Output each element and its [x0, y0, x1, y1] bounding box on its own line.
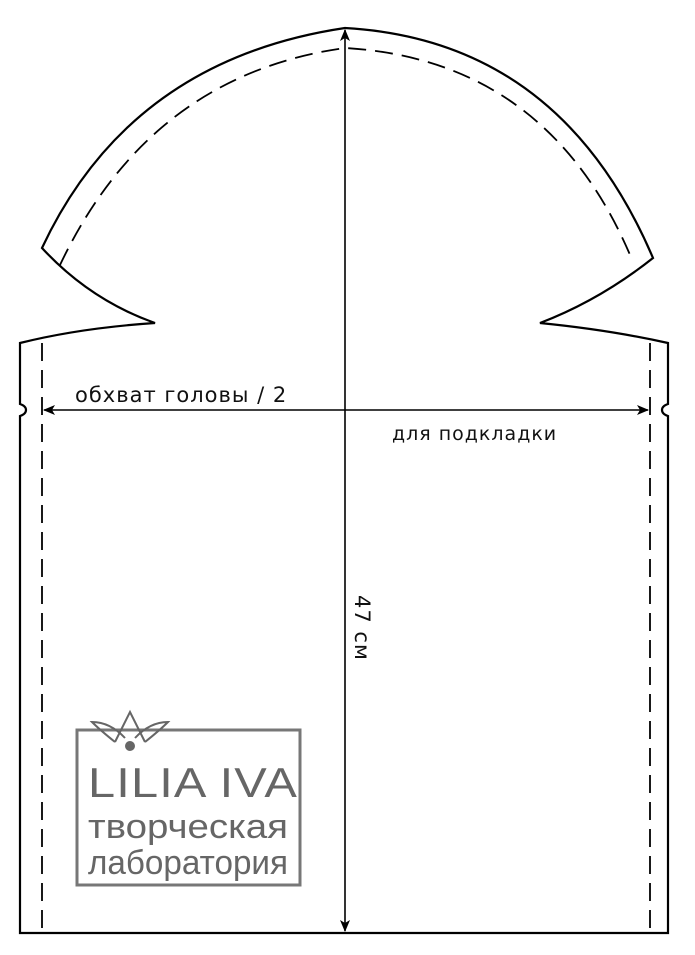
height-label: 47 см [350, 595, 374, 661]
logo: LILIA IVA творческая лаборатория [75, 709, 302, 887]
width-label: обхват головы / 2 [75, 383, 287, 407]
lining-label: для подкладки [392, 423, 557, 445]
logo-line1: творческая [88, 808, 288, 846]
pattern-outline [18, 26, 670, 935]
logo-line2: лаборатория [88, 844, 288, 882]
seam-allowance-top [59, 47, 634, 266]
logo-brand: LILIA IVA [88, 759, 298, 806]
lotus-icon [89, 709, 171, 751]
